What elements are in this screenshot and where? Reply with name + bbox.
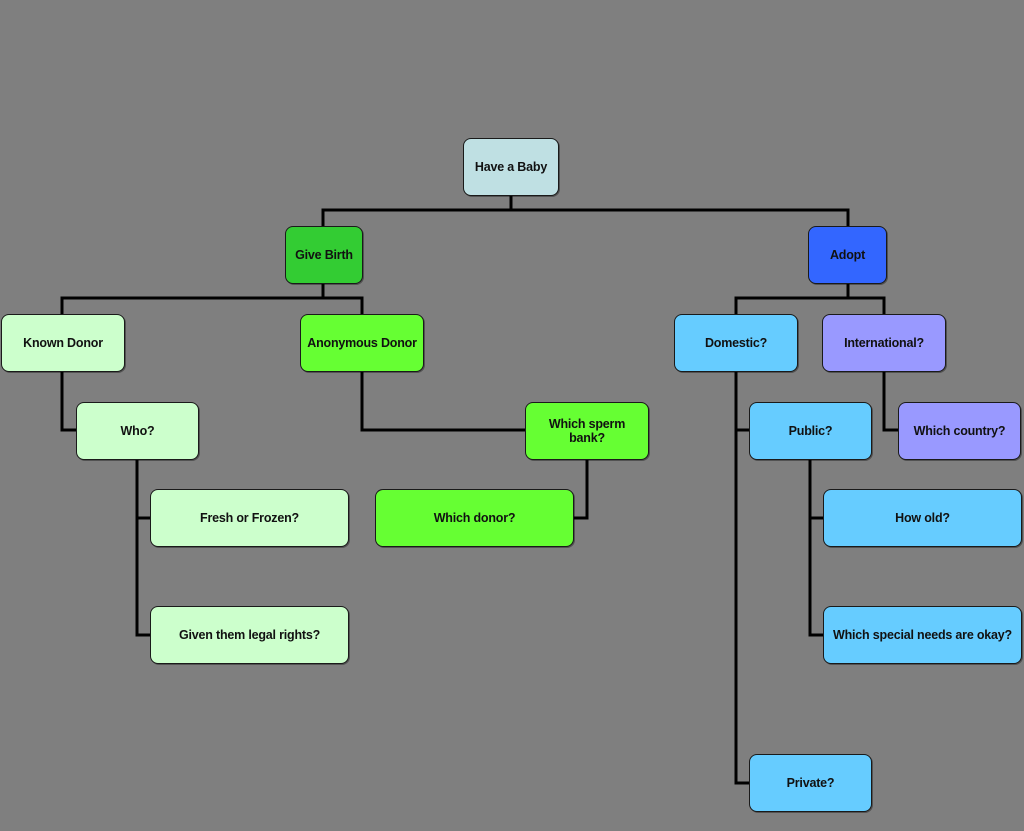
node-how-old: How old?: [823, 489, 1022, 547]
node-label: Fresh or Frozen?: [200, 511, 299, 525]
connector-international-to-country: [882, 369, 900, 432]
node-special-needs: Which special needs are okay?: [823, 606, 1022, 664]
node-which-donor: Which donor?: [375, 489, 574, 547]
connector-public-to-children: [808, 457, 825, 637]
node-label: Anonymous Donor: [307, 336, 417, 350]
node-label: Have a Baby: [474, 160, 548, 174]
node-label: Which country?: [913, 424, 1006, 438]
node-fresh-or-frozen: Fresh or Frozen?: [150, 489, 349, 547]
node-label: Known Donor: [23, 336, 103, 350]
node-label: Given them legal rights?: [178, 628, 321, 642]
node-label: Which special needs are okay?: [833, 628, 1012, 642]
node-international: International?: [822, 314, 946, 372]
node-label: Private?: [786, 776, 835, 790]
node-who: Who?: [76, 402, 199, 460]
node-which-country: Which country?: [898, 402, 1021, 460]
node-give-birth: Give Birth: [285, 226, 363, 284]
connector-adopt-to-types: [734, 282, 886, 316]
node-public: Public?: [749, 402, 872, 460]
node-label: How old?: [895, 511, 950, 525]
node-anonymous-donor: Anonymous Donor: [300, 314, 424, 372]
connector-anonymous-to-bank: [360, 369, 527, 432]
node-label: Who?: [120, 424, 155, 438]
node-label: Public?: [788, 424, 833, 438]
node-known-donor: Known Donor: [1, 314, 125, 372]
node-label: Give Birth: [295, 248, 353, 262]
connector-root-to-branches: [321, 193, 850, 228]
connector-bank-to-donor: [571, 457, 589, 520]
node-label: Which sperm bank?: [548, 417, 626, 445]
node-which-sperm-bank: Which sperm bank?: [525, 402, 649, 460]
connector-known-to-who: [60, 369, 79, 432]
connector-domestic-to-children: [734, 369, 751, 785]
node-private: Private?: [749, 754, 872, 812]
connector-birth-to-donors: [60, 282, 364, 316]
node-adopt: Adopt: [808, 226, 887, 284]
node-label: Which donor?: [433, 511, 516, 525]
node-have-a-baby: Have a Baby: [463, 138, 559, 196]
node-label: International?: [844, 336, 924, 350]
node-domestic: Domestic?: [674, 314, 798, 372]
node-label: Domestic?: [704, 336, 768, 350]
node-label: Adopt: [829, 248, 866, 262]
node-legal-rights: Given them legal rights?: [150, 606, 349, 664]
connector-who-to-children: [135, 457, 153, 637]
